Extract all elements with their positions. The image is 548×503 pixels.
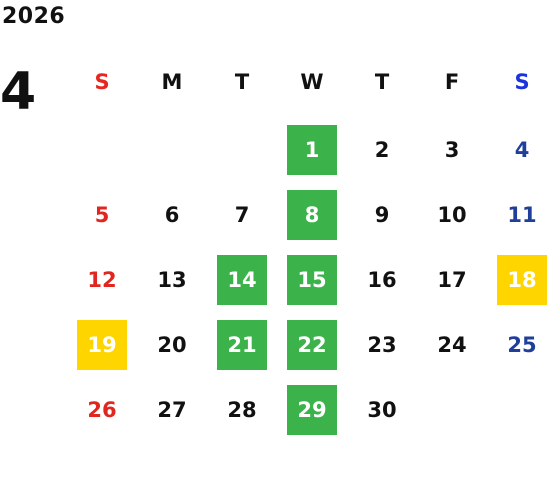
day-number: 4: [514, 138, 530, 162]
day-cell[interactable]: 4: [487, 118, 548, 183]
day-cell[interactable]: 24: [417, 313, 487, 378]
day-cell[interactable]: 17: [417, 248, 487, 313]
day-number: 21: [217, 320, 267, 370]
day-cell[interactable]: 6: [137, 183, 207, 248]
day-cell[interactable]: 3: [417, 118, 487, 183]
day-number: 3: [444, 138, 460, 162]
day-number: 9: [374, 203, 390, 227]
day-cell[interactable]: 5: [67, 183, 137, 248]
day-cell-highlight-yellow[interactable]: 19: [67, 313, 137, 378]
day-cell-highlight-green[interactable]: 14: [207, 248, 277, 313]
day-number: 25: [507, 333, 537, 357]
day-cell-highlight-green[interactable]: 22: [277, 313, 347, 378]
day-number: 29: [287, 385, 337, 435]
day-cell[interactable]: 2: [347, 118, 417, 183]
day-cell-highlight-green[interactable]: 1: [277, 118, 347, 183]
day-number: 13: [157, 268, 187, 292]
day-cell[interactable]: 16: [347, 248, 417, 313]
weekday-1: M: [161, 70, 183, 94]
day-number: 8: [287, 190, 337, 240]
day-number: 16: [367, 268, 397, 292]
empty-cell: [487, 378, 548, 443]
empty-cell: [137, 118, 207, 183]
weekday-0: S: [94, 70, 110, 94]
day-number: 28: [227, 398, 257, 422]
day-cell-highlight-yellow[interactable]: 18: [487, 248, 548, 313]
day-cell[interactable]: 25: [487, 313, 548, 378]
day-cell[interactable]: 26: [67, 378, 137, 443]
day-number: 1: [287, 125, 337, 175]
month-number: 4: [0, 62, 37, 122]
day-cell[interactable]: 10: [417, 183, 487, 248]
day-cell[interactable]: 13: [137, 248, 207, 313]
day-number: 11: [507, 203, 537, 227]
day-number: 12: [87, 268, 117, 292]
empty-cell: [207, 118, 277, 183]
day-number: 22: [287, 320, 337, 370]
day-number: 15: [287, 255, 337, 305]
empty-cell: [417, 378, 487, 443]
day-number: 10: [437, 203, 467, 227]
day-cell[interactable]: 12: [67, 248, 137, 313]
day-number: 27: [157, 398, 187, 422]
day-cell[interactable]: 27: [137, 378, 207, 443]
day-number: 24: [437, 333, 467, 357]
year-label: 2026: [2, 4, 66, 29]
day-number: 5: [94, 203, 110, 227]
day-number: 14: [217, 255, 267, 305]
day-cell-highlight-green[interactable]: 29: [277, 378, 347, 443]
weekday-6: S: [514, 70, 530, 94]
day-number: 7: [234, 203, 250, 227]
day-cell[interactable]: 11: [487, 183, 548, 248]
day-number: 2: [374, 138, 390, 162]
weekday-2: T: [234, 70, 250, 94]
day-cell[interactable]: 30: [347, 378, 417, 443]
day-number: 23: [367, 333, 397, 357]
day-number: 20: [157, 333, 187, 357]
day-number: 6: [164, 203, 180, 227]
day-number: 26: [87, 398, 117, 422]
day-cell-highlight-green[interactable]: 15: [277, 248, 347, 313]
weekday-4: T: [374, 70, 390, 94]
day-cell[interactable]: 20: [137, 313, 207, 378]
day-cell[interactable]: 9: [347, 183, 417, 248]
day-number: 19: [77, 320, 127, 370]
day-number: 18: [497, 255, 547, 305]
weekday-3: W: [300, 70, 324, 94]
day-number: 30: [367, 398, 397, 422]
day-cell-highlight-green[interactable]: 8: [277, 183, 347, 248]
day-cell[interactable]: 23: [347, 313, 417, 378]
day-cell[interactable]: 7: [207, 183, 277, 248]
empty-cell: [67, 118, 137, 183]
weekday-5: F: [444, 70, 460, 94]
day-cell[interactable]: 28: [207, 378, 277, 443]
day-number: 17: [437, 268, 467, 292]
day-cell-highlight-green[interactable]: 21: [207, 313, 277, 378]
